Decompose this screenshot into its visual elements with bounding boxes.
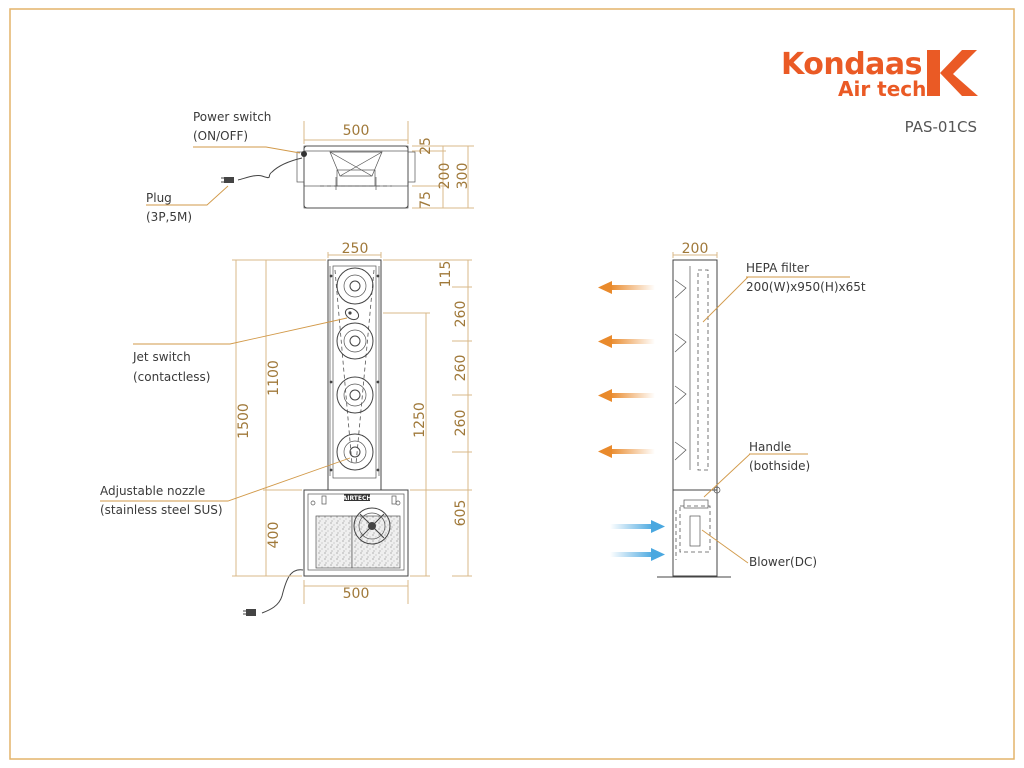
label-jet-switch-note: (contactless)	[133, 370, 211, 384]
airtech-nameplate	[344, 494, 370, 501]
label-blower: Blower(DC)	[749, 555, 817, 569]
side-blower	[679, 505, 711, 553]
dim-top-d2: 200	[437, 163, 453, 190]
handle-icon	[713, 486, 721, 494]
dim-front-total-height: 1500	[236, 403, 252, 439]
top-view: 500 25 200 75 300 Power switch (ON/OFF) …	[146, 110, 474, 224]
brand-k-mark-icon	[927, 50, 978, 96]
nozzle-4-icon	[336, 433, 374, 471]
brand-name-line2: Air tech	[838, 77, 926, 101]
label-hepa-filter: HEPA filter	[746, 261, 809, 275]
dim-seg1: 115	[438, 261, 454, 288]
label-adjustable-nozzle-note: (stainless steel SUS)	[100, 503, 223, 517]
nozzle-1-icon	[336, 267, 374, 305]
dim-top-width: 500	[343, 123, 370, 139]
top-view-body	[303, 145, 409, 209]
airflow-out-arrows	[598, 281, 655, 458]
jet-switch-icon	[344, 307, 360, 321]
power-switch-icon	[301, 151, 307, 157]
side-hepa-filter	[697, 269, 709, 471]
airflow-in-arrows	[610, 520, 665, 561]
airtech-nameplate-text: AIRTECH	[343, 495, 372, 502]
dim-front-tower-width: 250	[342, 241, 369, 257]
label-hepa-filter-size: 200(W)x950(H)x65t	[746, 280, 866, 294]
plug-cord	[237, 157, 303, 181]
dim-seg3: 260	[453, 355, 469, 382]
front-view: AIRTECH 250 500 1500 1100 400 1250	[100, 241, 472, 616]
plug-icon	[224, 177, 234, 183]
label-adjustable-nozzle: Adjustable nozzle	[100, 484, 205, 498]
label-plug-note: (3P,5M)	[146, 210, 192, 224]
label-jet-switch: Jet switch	[132, 350, 191, 364]
fan-icon	[353, 507, 391, 545]
label-power-switch-note: (ON/OFF)	[193, 129, 248, 143]
front-base	[303, 489, 409, 577]
side-view: 200 HEPA filter 200(W)x950(H)x65t Handle…	[598, 241, 866, 578]
dim-top-d1: 25	[418, 137, 434, 155]
dim-seg5: 605	[453, 500, 469, 527]
side-body	[672, 259, 718, 577]
dim-front-base-width: 500	[343, 586, 370, 602]
dim-side-width: 200	[682, 241, 709, 257]
dim-seg2: 260	[453, 301, 469, 328]
dim-front-tower-height: 1100	[266, 360, 282, 396]
model-number: PAS-01CS	[905, 118, 977, 136]
label-handle: Handle	[749, 440, 791, 454]
label-power-switch: Power switch	[193, 110, 271, 124]
dim-top-total: 300	[455, 163, 471, 190]
nozzle-3-icon	[336, 376, 374, 414]
front-power-cord	[261, 569, 304, 614]
pre-filter-grille	[315, 515, 353, 569]
label-plug: Plug	[146, 191, 172, 205]
brand-logo: Kondaas Air tech	[781, 47, 978, 101]
sheet-border	[9, 8, 1015, 760]
dim-front-mid-height: 1250	[412, 402, 428, 438]
label-handle-note: (bothside)	[749, 459, 810, 473]
dim-seg4: 260	[453, 410, 469, 437]
dim-front-base-height: 400	[266, 522, 282, 549]
front-plug-icon	[246, 609, 256, 616]
brand-name-line1: Kondaas	[781, 47, 922, 82]
dim-top-d3: 75	[418, 191, 434, 209]
nozzle-2-icon	[336, 322, 374, 360]
